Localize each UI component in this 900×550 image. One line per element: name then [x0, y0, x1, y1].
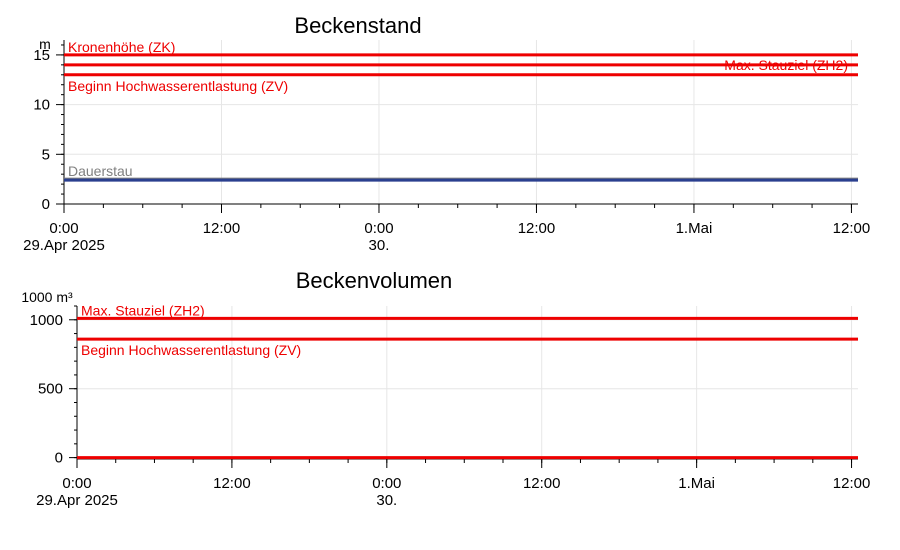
panel1-y-tick-label: 5: [42, 146, 50, 163]
panel1-reference-label: Kronenhöhe (ZK): [68, 39, 175, 55]
panel1-reference-label: Beginn Hochwasserentlastung (ZV): [68, 78, 288, 94]
panel2-x-tick-sublabel: 29.Apr 2025: [36, 492, 118, 509]
panel1-x-tick-label: 0:00: [364, 220, 393, 237]
panel2-reference-label: Beginn Hochwasserentlastung (ZV): [81, 342, 301, 358]
panel2-x-tick-label: 12:00: [213, 475, 251, 492]
panel2-x-tick-label: 12:00: [523, 475, 561, 492]
panel1-y-tick-label: 0: [42, 196, 50, 213]
panel2-title: Beckenvolumen: [296, 268, 453, 293]
panel1-x-tick-label: 12:00: [203, 220, 241, 237]
panel1-x-tick-label: 1.Mai: [676, 220, 713, 237]
panel2-x-tick-label: 0:00: [62, 475, 91, 492]
panel1-reference-label: Dauerstau: [68, 163, 133, 179]
panel1-x-tick-sublabel: 30.: [369, 237, 390, 254]
panel2-x-tick-label: 12:00: [833, 475, 871, 492]
panel2-x-tick-label: 1.Mai: [678, 475, 715, 492]
panel2-y-tick-label: 500: [38, 381, 63, 398]
panel1-y-tick-label: 15: [33, 47, 50, 64]
panel1-x-tick-label: 0:00: [49, 220, 78, 237]
panel1-x-tick-label: 12:00: [518, 220, 556, 237]
panel2-x-tick-sublabel: 30.: [376, 492, 397, 509]
panel1-x-tick-sublabel: 29.Apr 2025: [23, 237, 105, 254]
panel1-y-tick-label: 10: [33, 97, 50, 114]
panel1-title: Beckenstand: [294, 13, 421, 38]
panel1-reference-label: Max. Stauziel (ZH2): [724, 57, 848, 73]
panel1-y-unit-label: m: [39, 36, 51, 52]
panel2-x-tick-label: 0:00: [372, 475, 401, 492]
panel2-y-unit-label: 1000 m³: [21, 289, 73, 305]
panel2-y-tick-label: 0: [55, 450, 63, 467]
panel1-x-tick-label: 12:00: [833, 220, 871, 237]
panel2-y-tick-label: 1000: [30, 312, 63, 329]
panel2-reference-label: Max. Stauziel (ZH2): [81, 302, 205, 318]
